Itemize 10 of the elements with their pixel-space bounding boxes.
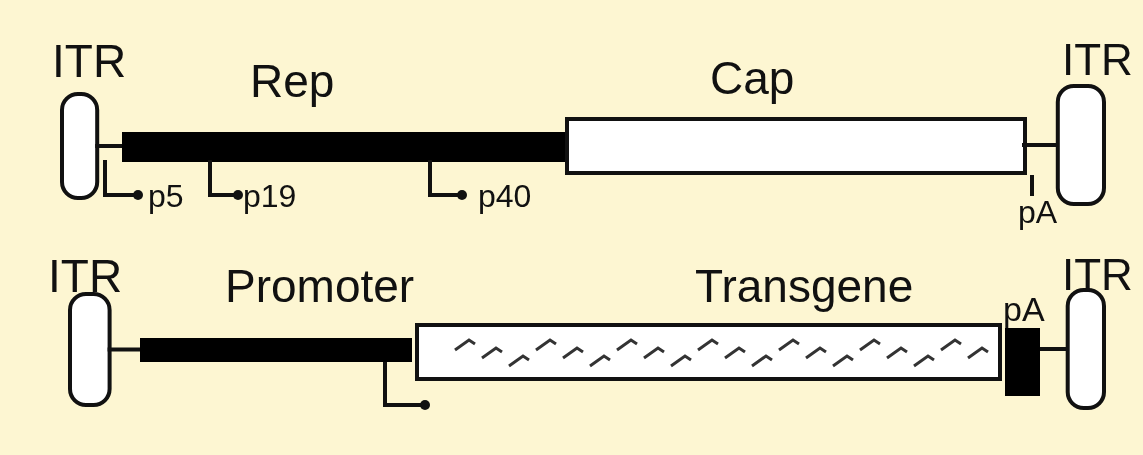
gene-label: Promoter xyxy=(225,263,415,309)
gene-label: pA xyxy=(1003,292,1045,326)
site-label: p40 xyxy=(478,180,532,212)
site-label: p5 xyxy=(148,180,184,212)
gene-label: ITR xyxy=(48,253,123,299)
site-label: p19 xyxy=(243,180,297,212)
site-label: pA xyxy=(1018,196,1058,228)
gene-label: ITR xyxy=(1062,38,1133,82)
gene-label: ITR xyxy=(52,38,127,84)
gene-label: ITR xyxy=(1062,253,1133,297)
